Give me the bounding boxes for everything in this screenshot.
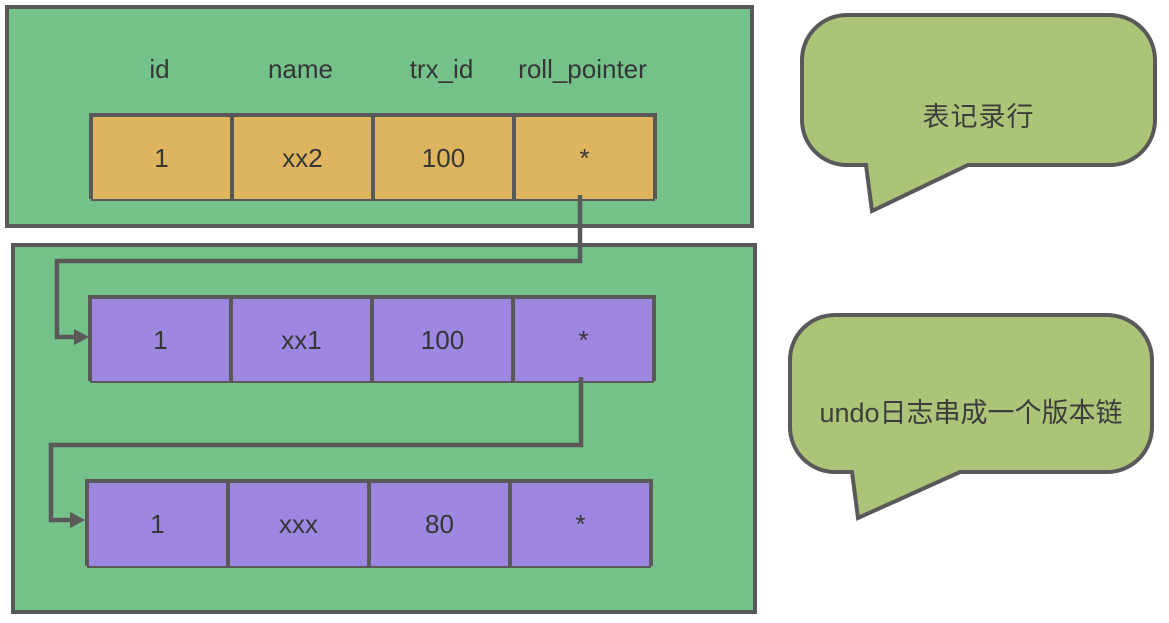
- callout-text-undo-chain: undo日志串成一个版本链: [819, 398, 1123, 428]
- record-cell-name: xx2: [232, 115, 373, 201]
- undo1-cell-trx-id: 100: [372, 297, 513, 383]
- callout-text-record-row: 表记录行: [922, 102, 1035, 132]
- header-roll-pointer: roll_pointer: [518, 54, 647, 84]
- header-id: id: [149, 54, 170, 84]
- undo2-cell-name: xxx: [228, 481, 369, 568]
- undo2-cell-roll-pointer: *: [510, 481, 651, 568]
- record-row: 1 xx2 100 *: [89, 113, 657, 201]
- header-name: name: [267, 54, 334, 84]
- undo1-cell-name: xx1: [231, 297, 372, 383]
- record-cell-roll-pointer: *: [514, 115, 655, 201]
- undo2-cell-trx-id: 80: [369, 481, 510, 568]
- undo-row-1: 1 xx1 100 *: [88, 295, 656, 383]
- record-cell-trx-id: 100: [373, 115, 514, 201]
- undo-row-2: 1 xxx 80 *: [85, 479, 653, 568]
- header-trx-id: trx_id: [409, 54, 474, 84]
- record-table-header-row: id name trx_id roll_pointer: [89, 54, 653, 84]
- record-cell-id: 1: [91, 115, 232, 201]
- undo2-cell-id: 1: [87, 481, 228, 568]
- undo1-cell-roll-pointer: *: [513, 297, 654, 383]
- undo1-cell-id: 1: [90, 297, 231, 383]
